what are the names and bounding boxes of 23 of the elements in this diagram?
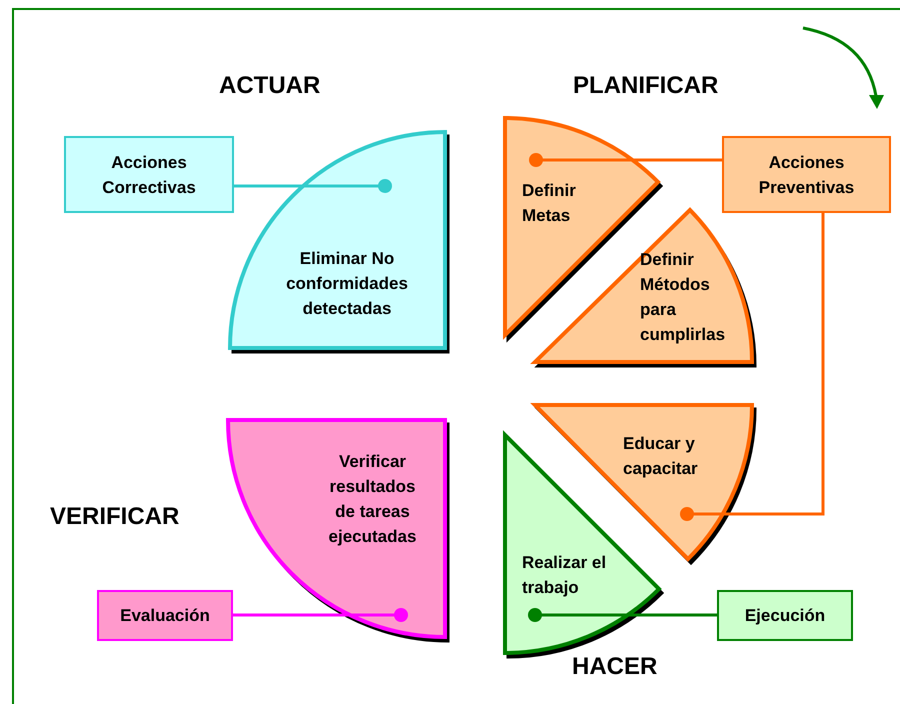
sector-label: Definir Métodos para cumplirlas: [640, 249, 726, 346]
leader-line: [234, 179, 392, 193]
phase-label: VERIFICAR: [50, 503, 180, 531]
sector-label: Eliminar No conformidades detectadas: [285, 248, 409, 320]
box-label: Evaluación: [120, 605, 210, 627]
text-box: [64, 136, 234, 213]
sector-label: Realizar el trabajo: [522, 552, 608, 599]
phase-label: PLANIFICAR: [573, 72, 718, 100]
sector-label: Definir Metas: [522, 180, 577, 227]
phase-label: ACTUAR: [219, 72, 320, 100]
box-label: Acciones Correctivas: [101, 152, 197, 198]
box-label: Ejecución: [744, 605, 826, 627]
text-box: [722, 136, 891, 213]
box-label: Acciones Preventivas: [758, 152, 856, 198]
leader-line: [528, 608, 717, 622]
leader-line: [680, 213, 824, 521]
phase-label: HACER: [572, 653, 658, 681]
leader-line: [529, 153, 722, 167]
sector-label: Educar y capacitar: [623, 433, 699, 480]
text-box: [717, 590, 853, 641]
text-box: [97, 590, 233, 641]
leader-line: [233, 608, 408, 622]
sector-label: Verificar resultados de tareas ejecutadas: [328, 451, 418, 548]
